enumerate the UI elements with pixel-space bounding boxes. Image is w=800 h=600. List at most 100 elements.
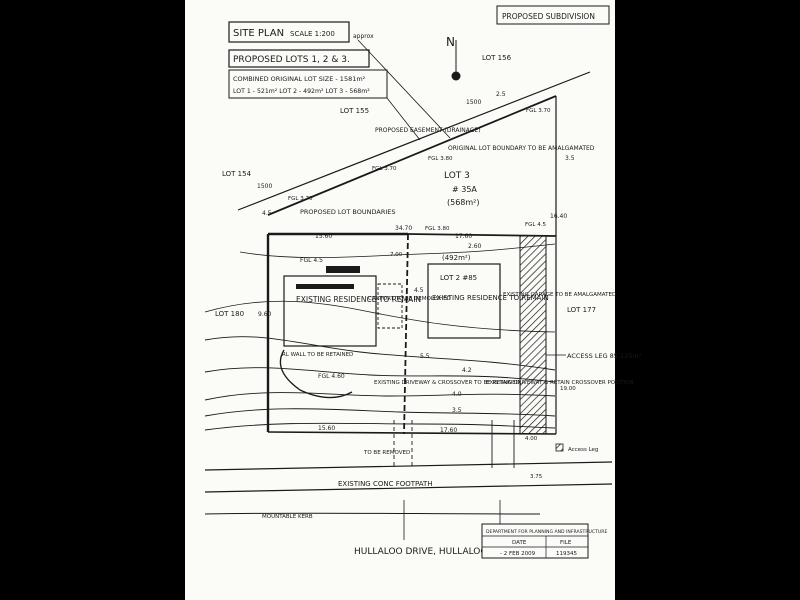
access-leg-hatch bbox=[519, 235, 547, 435]
contour-line bbox=[204, 392, 556, 401]
fgl-460-label: FGL 4.60 bbox=[318, 373, 345, 380]
proposed-subdivision-text: PROPOSED SUBDIVISION bbox=[502, 12, 595, 21]
lot2-house-outline bbox=[427, 263, 501, 339]
proposed-subdivision-box bbox=[496, 5, 610, 25]
dim-40: 4.0 bbox=[452, 391, 462, 398]
carport-label: CARPORT TO BE DEMOLISHED bbox=[368, 296, 451, 302]
existing-driveway2-label: EXISTING DRIVEWAY & RETAIN CROSSOVER POS… bbox=[486, 380, 634, 386]
access-leg-label: ACCESS LEG 85.125m² bbox=[567, 352, 642, 360]
existing-driveway-label: EXISTING DRIVEWAY & CROSSOVER TO BE RETA… bbox=[374, 380, 520, 386]
lot3-rear-boundary bbox=[267, 95, 557, 216]
dim-1760-front: 17.60 bbox=[440, 427, 457, 434]
lot-155-label: LOT 155 bbox=[340, 107, 369, 115]
footpath-line bbox=[204, 461, 613, 471]
dim-25: 2.5 bbox=[496, 91, 506, 98]
dim-960: 9.60 bbox=[258, 311, 272, 318]
title-scale: SCALE 1:200 bbox=[290, 30, 335, 38]
fgl-45-lot1: FGL 4.5 bbox=[300, 257, 323, 264]
dim-1500b: 1500 bbox=[257, 183, 272, 190]
dim-1640: 16.40 bbox=[550, 213, 567, 220]
carport-outline bbox=[377, 283, 403, 329]
original-boundary-label: ORIGINAL LOT BOUNDARY TO BE AMALGAMATED bbox=[448, 145, 595, 152]
lot-156-label: LOT 156 bbox=[482, 54, 512, 62]
stamp-date-label: DATE bbox=[512, 540, 527, 546]
leader-line bbox=[386, 97, 421, 141]
dim-400: 4.00 bbox=[525, 436, 538, 442]
lot3-label: LOT 3 bbox=[444, 171, 470, 181]
dim-42: 4.2 bbox=[462, 367, 472, 374]
footpath-line bbox=[204, 483, 613, 493]
stamp-date-value: - 2 FEB 2009 bbox=[500, 551, 536, 557]
proposed-lots-text: PROPOSED LOTS 1, 2 & 3. bbox=[233, 55, 350, 65]
stamp-file-label: FILE bbox=[560, 540, 572, 546]
lot2-area: (492m²) bbox=[442, 254, 471, 262]
contour-line bbox=[239, 243, 556, 259]
dim-450: 4.5 bbox=[262, 210, 272, 217]
dim-260: 2.60 bbox=[468, 243, 482, 250]
existing-garage-label: EXISTING GARAGE TO BE AMALGAMATED bbox=[503, 292, 616, 298]
to-be-removed-label: TO BE REMOVED bbox=[363, 450, 410, 456]
lot-154-label: LOT 154 bbox=[222, 170, 252, 178]
access-leg-key-icon bbox=[555, 443, 564, 452]
contour-line bbox=[204, 336, 556, 371]
kerb-label: MOUNTABLE KERB bbox=[262, 514, 313, 520]
department-stamp bbox=[481, 523, 589, 559]
proposed-lot-boundaries-label: PROPOSED LOT BOUNDARIES bbox=[300, 208, 396, 216]
dim-3470: 34.70 bbox=[395, 225, 412, 232]
contour-line bbox=[204, 422, 556, 431]
dim-1900: 19.00 bbox=[560, 386, 576, 392]
lot-size-box bbox=[228, 69, 388, 99]
proposed-lots-box bbox=[228, 49, 370, 68]
retaining-wall-curve bbox=[279, 349, 353, 399]
north-arrow-icon bbox=[451, 71, 461, 81]
rear-boundary-line bbox=[237, 71, 591, 211]
fgl-380-mid: FGL 3.80 bbox=[425, 226, 450, 232]
dim-55: 5.5 bbox=[420, 353, 430, 360]
lot2-label: LOT 2 #85 bbox=[440, 274, 477, 282]
stamp-file-value: 119345 bbox=[556, 551, 577, 557]
dim-35b: 3.5 bbox=[452, 407, 462, 414]
contour-line bbox=[204, 367, 556, 383]
kerb-line bbox=[204, 512, 541, 515]
lot1-residence-text: EXISTING RESIDENCE TO REMAIN bbox=[296, 295, 421, 304]
contour-line bbox=[204, 300, 556, 333]
rl-wall-label: RL WALL TO BE RETAINED bbox=[282, 352, 353, 358]
lot-177-label: LOT 177 bbox=[567, 306, 596, 314]
front-boundary bbox=[267, 431, 557, 435]
lot2-residence-text: EXISTING RESIDENCE TO REMAIN bbox=[432, 294, 549, 302]
proposed-easement-label: PROPOSED EASEMENT (DRAINAGE) bbox=[375, 127, 481, 134]
combined-size-text: COMBINED ORIGINAL LOT SIZE - 1581m² bbox=[233, 75, 366, 83]
fgl-45-right: FGL 4.5 bbox=[525, 222, 546, 228]
lot1-house-outline bbox=[283, 275, 377, 347]
dim-35: 3.5 bbox=[565, 155, 575, 162]
redacted-mark bbox=[296, 284, 354, 289]
title-box bbox=[228, 21, 350, 43]
dim-1760-top: 17.60 bbox=[455, 233, 472, 240]
lot1-lot2-boundary bbox=[403, 233, 409, 435]
existing-footpath-label: EXISTING CONC FOOTPATH bbox=[338, 480, 433, 488]
fgl-380-label: FGL 3.80 bbox=[428, 156, 453, 162]
fgl-370-top: FGL 3.70 bbox=[526, 108, 551, 114]
fgl-370-left: FGL 3.70 bbox=[288, 196, 313, 202]
fgl-370-label: FGL 3.70 bbox=[372, 166, 397, 172]
lot-sizes-text: LOT 1 - 521m² LOT 2 - 492m² LOT 3 - 568m… bbox=[233, 88, 370, 95]
dim-1560-top: 15.60 bbox=[315, 233, 332, 240]
street-name: HULLALOO DRIVE, HULLALOO bbox=[354, 547, 487, 557]
leader-line bbox=[357, 39, 451, 139]
lot-180-label: LOT 180 bbox=[215, 310, 244, 318]
contour-line bbox=[204, 408, 556, 417]
lot3-number: # 35A bbox=[452, 185, 477, 194]
north-label: N bbox=[446, 35, 455, 49]
dim-1500a: 1500 bbox=[466, 99, 481, 106]
title-site-plan: SITE PLAN bbox=[233, 28, 284, 39]
dim-375: 3.75 bbox=[530, 474, 543, 480]
access-leg-key: Access Leg bbox=[568, 447, 598, 453]
redacted-mark bbox=[326, 266, 360, 273]
lot3-area: (568m²) bbox=[447, 198, 480, 207]
dim-45b: 4.5 bbox=[414, 287, 424, 294]
title-scale-note: approx bbox=[353, 33, 374, 40]
dim-1560-front: 15.60 bbox=[318, 425, 335, 432]
stamp-department: DEPARTMENT FOR PLANNING AND INFRASTRUCTU… bbox=[486, 529, 607, 535]
